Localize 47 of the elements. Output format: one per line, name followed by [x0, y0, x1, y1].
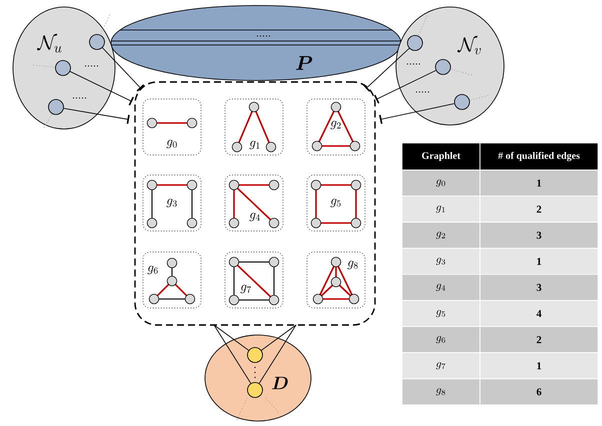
table-cell: 1	[480, 170, 598, 196]
table-cell: 2	[480, 196, 598, 223]
table-cell: $g_2$	[402, 222, 480, 249]
graphlet-box: $g_7$	[224, 252, 284, 308]
data-blob: $\boldsymbol{D}$	[204, 334, 312, 422]
table-cell: $g_0$	[402, 170, 480, 196]
table-cell: 1	[480, 352, 598, 380]
graphlet-box: $g_0$	[142, 98, 202, 156]
header-cell: Graphlet	[402, 142, 480, 170]
neighborhood-blob: $\mathcal{N}_v$	[396, 6, 504, 126]
connector-line	[258, 324, 296, 384]
graphlet-box: $g_1$	[224, 98, 284, 156]
connector-line	[63, 108, 130, 124]
table-cell: 2	[480, 326, 598, 354]
table-cell: $g_5$	[402, 300, 480, 327]
connector-line	[214, 324, 252, 384]
table-cell: $g_6$	[402, 326, 480, 354]
graphlet-box: $g_3$	[142, 174, 202, 232]
vertex-circle	[247, 382, 263, 398]
table-cell: $g_7$	[402, 352, 480, 380]
graphlet-box: $g_8$	[306, 252, 366, 308]
connector-line	[379, 103, 455, 124]
table-cell: 3	[480, 274, 598, 301]
table-cell: $g_1$	[402, 196, 480, 223]
connector-line	[260, 324, 296, 351]
vertex-circle	[454, 94, 470, 110]
table-cell: $g_3$	[402, 248, 480, 275]
dashed-container	[134, 81, 376, 326]
connector-line	[214, 324, 250, 351]
table-cell: 4	[480, 300, 598, 327]
graphlet-box: $g_2$	[306, 98, 366, 156]
table-cell: 3	[480, 222, 598, 249]
table-cell: $g_4$	[402, 274, 480, 301]
header-cell: # of qualified edges	[480, 142, 598, 170]
graphlet-box: $g_5$	[306, 174, 366, 232]
table-cell: $g_8$	[402, 378, 480, 406]
neighborhood-blob: $\mathcal{N}_u$	[12, 6, 116, 130]
graphlet-box: $g_6$	[142, 252, 202, 308]
vertex-circle	[407, 35, 423, 51]
vertex-circle	[55, 60, 71, 76]
table-cell: 1	[480, 248, 598, 275]
vertex-circle	[247, 347, 263, 363]
table-cell: 6	[480, 378, 598, 406]
graphlet-box: $g_4$	[224, 174, 284, 232]
vertex-circle	[89, 34, 105, 50]
vertex-circle	[48, 99, 64, 115]
vertex-circle	[435, 59, 451, 75]
